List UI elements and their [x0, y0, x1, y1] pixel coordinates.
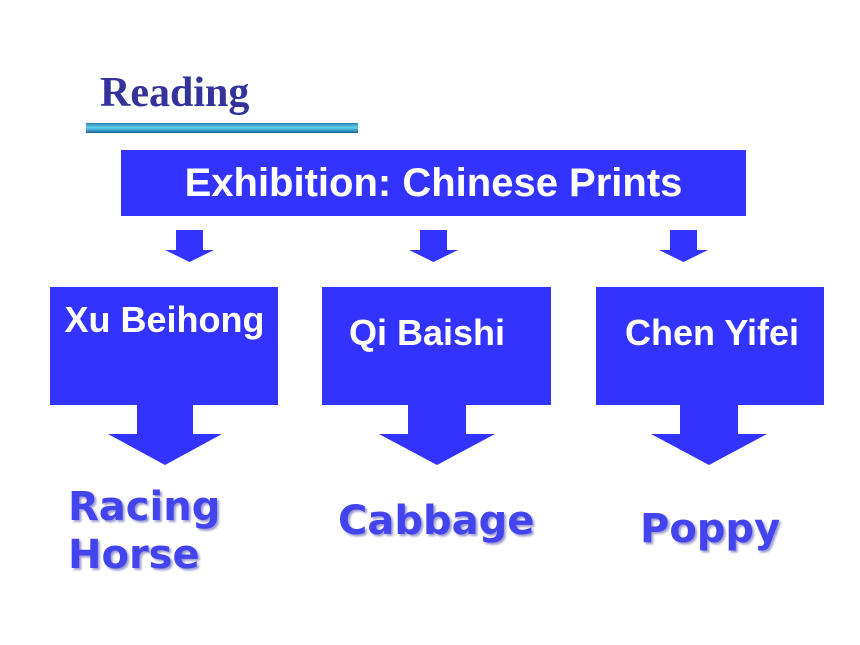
- work-cabbage: Cabbage: [338, 498, 535, 544]
- down-arrow-icon: [409, 230, 458, 262]
- artist-box-xu-beihong: [50, 287, 278, 465]
- work-poppy: Poppy: [640, 506, 781, 552]
- artist-box-chen-yifei: [596, 287, 824, 465]
- down-arrow-icon: [165, 230, 214, 262]
- work-racing-horse: Racing Horse: [68, 484, 221, 578]
- artist-name-xu-beihong: Xu Beihong: [64, 299, 265, 340]
- artist-box-qi-baishi: [322, 287, 551, 465]
- artist-name-chen-yifei: Chen Yifei: [624, 312, 800, 353]
- down-arrow-icon: [659, 230, 708, 262]
- section-heading: Reading: [100, 70, 250, 116]
- heading-underline: [86, 123, 358, 133]
- artist-name-qi-baishi: Qi Baishi: [348, 312, 506, 353]
- exhibition-title-box: Exhibition: Chinese Prints: [121, 150, 746, 216]
- exhibition-title: Exhibition: Chinese Prints: [184, 160, 683, 205]
